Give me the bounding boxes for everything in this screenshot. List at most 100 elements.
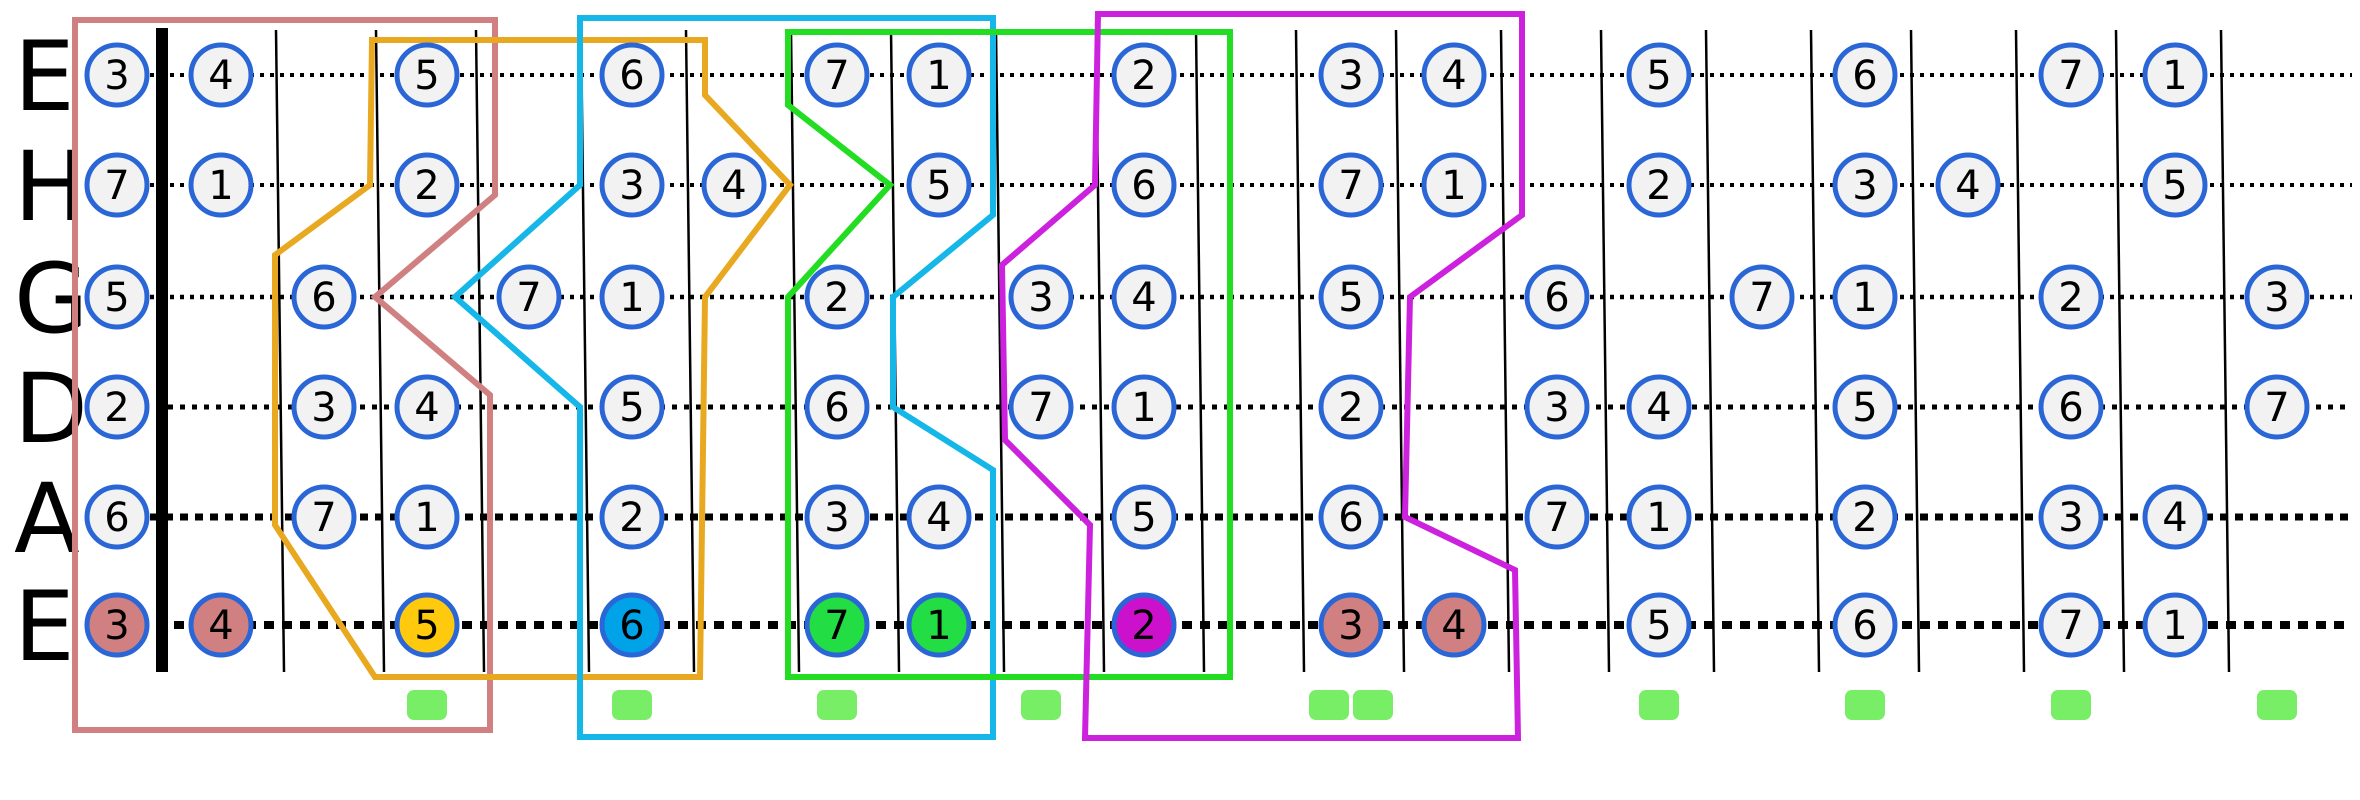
note-circle bbox=[84, 484, 150, 550]
scale-degree-5-marker: 5 bbox=[2142, 152, 2208, 218]
note-label: 2 bbox=[104, 385, 129, 431]
scale-degree-2-marker: 2 bbox=[1111, 592, 1177, 658]
note-label: 3 bbox=[104, 53, 129, 99]
scale-degree-7-marker: 7 bbox=[1524, 484, 1590, 550]
note-circle bbox=[1008, 374, 1074, 440]
note-circle bbox=[496, 264, 562, 330]
note-circle bbox=[1524, 264, 1590, 330]
note-label: 6 bbox=[824, 385, 849, 431]
note-label: 4 bbox=[1955, 163, 1980, 209]
note-circle bbox=[906, 42, 972, 108]
note-label: 6 bbox=[619, 53, 644, 99]
string-label: E bbox=[14, 21, 75, 133]
scale-degree-2-marker: 2 bbox=[394, 152, 460, 218]
note-label: 7 bbox=[104, 163, 129, 209]
fret-line bbox=[274, 29, 286, 673]
note-label: 5 bbox=[2162, 163, 2187, 209]
scale-degree-5-marker: 5 bbox=[394, 592, 460, 658]
scale-degree-5-marker: 5 bbox=[394, 42, 460, 108]
scale-degree-1-marker: 1 bbox=[1421, 152, 1487, 218]
note-circle bbox=[1318, 484, 1384, 550]
note-circle bbox=[291, 374, 357, 440]
note-circle bbox=[2038, 592, 2104, 658]
scale-degree-3-marker: 3 bbox=[1008, 264, 1074, 330]
fret-line bbox=[1194, 29, 1206, 673]
note-circle bbox=[394, 152, 460, 218]
note-label: 7 bbox=[1338, 163, 1363, 209]
note-circle bbox=[291, 264, 357, 330]
note-circle bbox=[1111, 152, 1177, 218]
note-label: 6 bbox=[1338, 495, 1363, 541]
scale-degree-2-marker: 2 bbox=[1318, 374, 1384, 440]
note-circle bbox=[804, 374, 870, 440]
fret-marker bbox=[2257, 690, 2297, 720]
note-label: 3 bbox=[824, 495, 849, 541]
note-circle bbox=[804, 592, 870, 658]
scale-degree-4-marker: 4 bbox=[2142, 484, 2208, 550]
scale-degree-2-marker: 2 bbox=[1626, 152, 1692, 218]
note-circle bbox=[1111, 484, 1177, 550]
note-circle bbox=[1626, 484, 1692, 550]
note-circle bbox=[1421, 152, 1487, 218]
note-label: 3 bbox=[1544, 385, 1569, 431]
note-label: 7 bbox=[2058, 53, 2083, 99]
scale-shapes bbox=[72, 11, 1525, 741]
fret-line bbox=[2014, 29, 2026, 673]
note-label: 2 bbox=[1646, 163, 1671, 209]
note-label: 4 bbox=[926, 495, 951, 541]
note-circle bbox=[188, 152, 254, 218]
shape-cyan-outline bbox=[450, 15, 996, 740]
note-circle bbox=[394, 484, 460, 550]
note-circle bbox=[1832, 152, 1898, 218]
scale-degree-6-marker: 6 bbox=[1832, 42, 1898, 108]
scale-degree-4-marker: 4 bbox=[1111, 264, 1177, 330]
scale-degree-4-marker: 4 bbox=[701, 152, 767, 218]
note-circle bbox=[1832, 592, 1898, 658]
scale-degree-7-marker: 7 bbox=[1729, 264, 1795, 330]
note-circle bbox=[906, 592, 972, 658]
note-circle bbox=[188, 592, 254, 658]
note-circle bbox=[188, 42, 254, 108]
fret-marker bbox=[1309, 690, 1349, 720]
scale-degree-1-marker: 1 bbox=[1832, 264, 1898, 330]
note-circle bbox=[701, 152, 767, 218]
note-label: 2 bbox=[1852, 495, 1877, 541]
note-label: 7 bbox=[311, 495, 336, 541]
note-label: 5 bbox=[1131, 495, 1156, 541]
note-circle bbox=[2142, 152, 2208, 218]
note-label: 5 bbox=[926, 163, 951, 209]
note-circle bbox=[1318, 264, 1384, 330]
scale-degree-3-marker: 3 bbox=[1524, 374, 1590, 440]
scale-degree-7-marker: 7 bbox=[804, 592, 870, 658]
scale-degree-6-marker: 6 bbox=[1111, 152, 1177, 218]
fret-line bbox=[1394, 29, 1406, 673]
note-circle bbox=[1626, 42, 1692, 108]
scale-degree-5-marker: 5 bbox=[84, 264, 150, 330]
scale-degree-3-marker: 3 bbox=[599, 152, 665, 218]
scale-degree-6-marker: 6 bbox=[1832, 592, 1898, 658]
scale-degree-7-marker: 7 bbox=[2038, 42, 2104, 108]
fret-line bbox=[2114, 29, 2126, 673]
note-label: 3 bbox=[1338, 603, 1363, 649]
note-label: 4 bbox=[1441, 603, 1466, 649]
note-circle bbox=[1832, 264, 1898, 330]
string-label: E bbox=[14, 571, 75, 683]
fret-marker bbox=[407, 690, 447, 720]
note-circle bbox=[1111, 264, 1177, 330]
scale-degree-7-marker: 7 bbox=[804, 42, 870, 108]
scale-degree-5-marker: 5 bbox=[1626, 42, 1692, 108]
note-circle bbox=[2244, 374, 2310, 440]
note-circle bbox=[1318, 152, 1384, 218]
note-circle bbox=[599, 264, 665, 330]
note-label: 1 bbox=[208, 163, 233, 209]
note-label: 4 bbox=[2162, 495, 2187, 541]
note-label: 4 bbox=[414, 385, 439, 431]
note-circle bbox=[2038, 374, 2104, 440]
fret-marker bbox=[612, 690, 652, 720]
fret-marker bbox=[817, 690, 857, 720]
note-label: 7 bbox=[1749, 275, 1774, 321]
fret-marker bbox=[2051, 690, 2091, 720]
scale-degree-4-marker: 4 bbox=[1935, 152, 2001, 218]
note-label: 7 bbox=[2264, 385, 2289, 431]
